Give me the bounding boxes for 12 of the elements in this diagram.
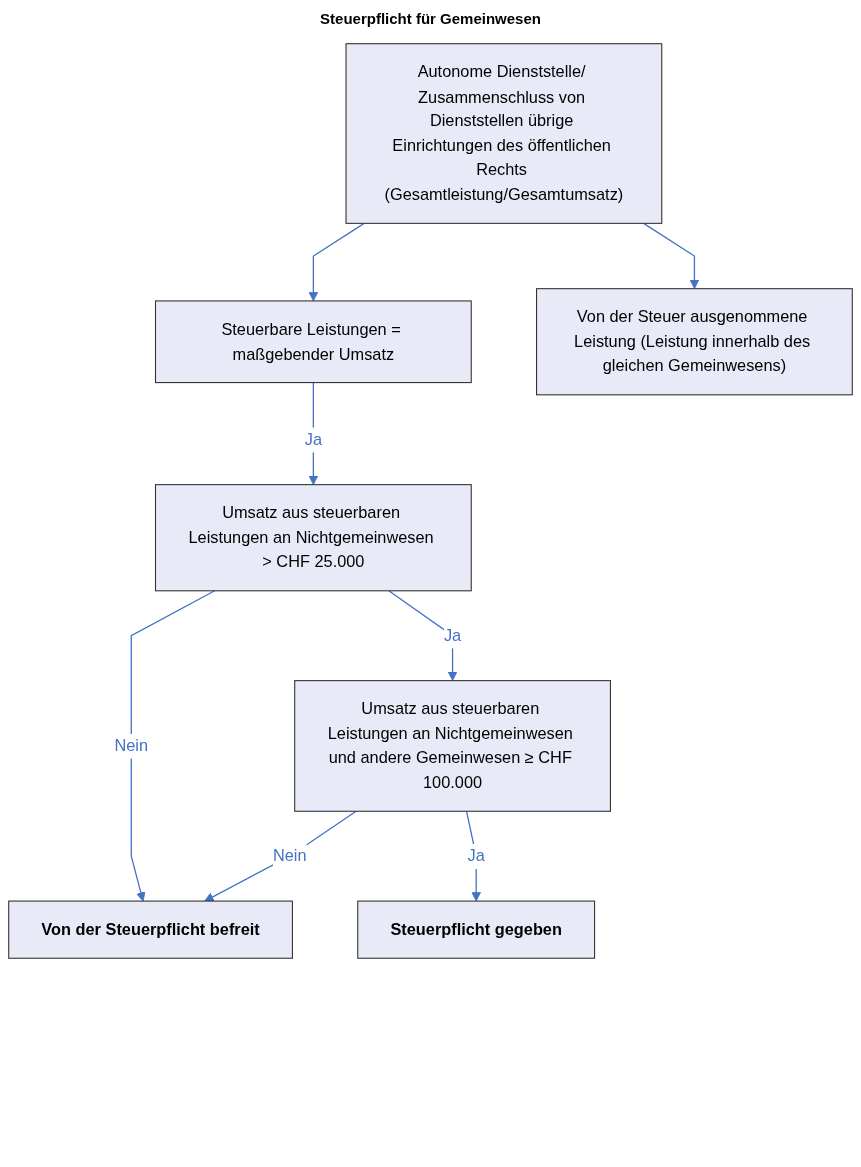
process-box: Umsatz aus steuerbaren Leistungen an Nichtgemeinwesen und andere Gemeinwesen ≥ CHF 100.000: [294, 680, 611, 812]
process-box: Steuerpflicht gegeben: [357, 900, 596, 959]
process-box: Umsatz aus steuerbaren Leistungen an Nichtgemeinwesen > CHF 25.000: [154, 484, 472, 592]
edge-label: Ja: [304, 427, 322, 452]
diagram-title: Steuerpflicht für Gemeinwesen: [320, 10, 541, 27]
process-box: Autonome Dienststelle/ Zusammenschluss von Dienststellen übrige Einrichtungen des öffentlichen Rechts (Gesamtleistung/Gesamtumsatz): [345, 43, 663, 224]
edge-label: Nein: [272, 843, 307, 869]
process-box: Steuerbare Leistungen = maßgebender Umsatz: [154, 300, 472, 384]
edge-label: Ja: [467, 843, 485, 869]
process-box: Von der Steuerpflicht befreit: [8, 900, 293, 959]
edge-label: Nein: [114, 733, 149, 759]
process-box: Von der Steuer ausgenommene Leistung (Leistung innerhalb des gleichen Gemeinwesens): [536, 288, 853, 396]
